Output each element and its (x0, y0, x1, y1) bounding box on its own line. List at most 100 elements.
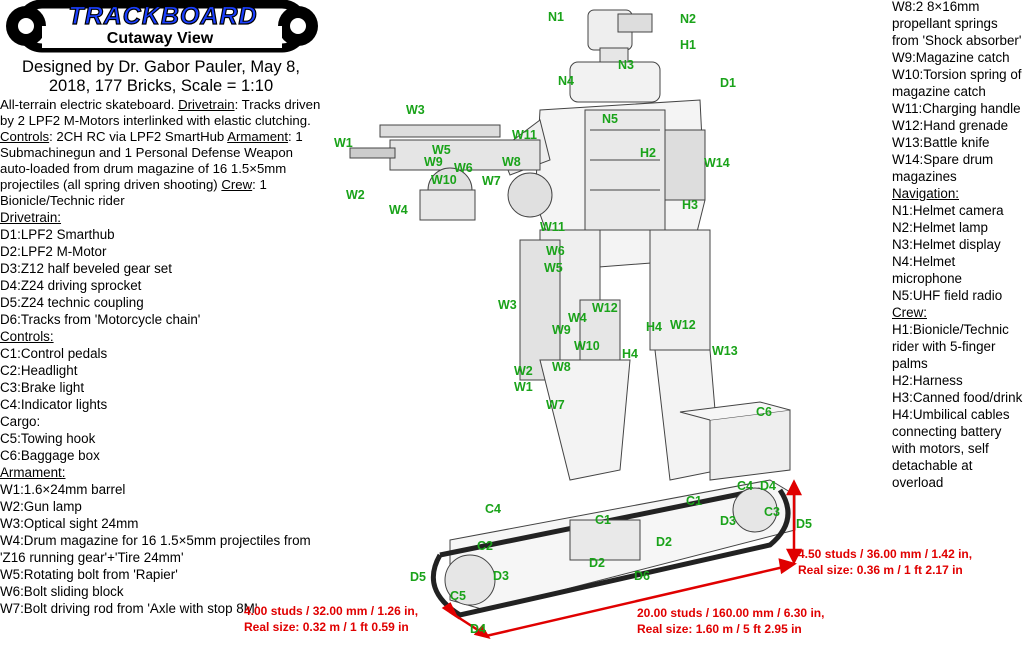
robot-rider-illustration (349, 9, 803, 639)
legend-item: D5:Z24 technic coupling (0, 295, 144, 310)
legs-graphic (519, 229, 721, 481)
height-dimension-line2: Real size: 0.36 m / 1 ft 2.17 in (798, 563, 963, 577)
legend-item: W1:1.6×24mm barrel (0, 482, 126, 497)
callout-label: W4 (568, 311, 587, 325)
height-dimension: 4.50 studs / 36.00 mm / 1.42 in, Real si… (798, 546, 972, 578)
callout-label: W4 (389, 203, 408, 217)
legend-item: Cargo: (0, 414, 41, 429)
legend-section-heading: Crew: (892, 305, 927, 320)
legend-item: N1:Helmet camera (892, 203, 1004, 218)
legend-item: W5:Rotating bolt from 'Rapier' (0, 567, 178, 582)
legend-item: W14:Spare drum magazines (892, 152, 994, 184)
callout-label: D3 (493, 569, 509, 583)
callout-label: W11 (540, 220, 566, 234)
callout-label: W6 (454, 161, 473, 175)
length-dimension-line2: Real size: 1.60 m / 5 ft 2.95 in (637, 622, 802, 636)
callout-label: W9 (552, 323, 571, 337)
legend-section-heading: Drivetrain: (0, 210, 62, 225)
callout-label: W7 (546, 398, 565, 412)
legend-item: W13:Battle knife (892, 135, 990, 150)
callout-label: W1 (334, 136, 353, 150)
callout-label: N5 (602, 112, 618, 126)
legend-item: N5:UHF field radio (892, 288, 1003, 303)
callout-label: W6 (546, 244, 565, 258)
length-dimension-line1: 20.00 studs / 160.00 mm / 6.30 in, (637, 606, 825, 620)
legend-item: N3:Helmet display (892, 237, 1001, 252)
intro-drivetrain-text: : Tracks driven by 2 LPF2 M-Motors inter… (0, 97, 321, 128)
legend-item: N4:Helmet microphone (892, 254, 962, 286)
height-dimension-line1: 4.50 studs / 36.00 mm / 1.42 in, (798, 547, 973, 561)
callout-label: C4 (737, 479, 753, 493)
callout-label: W1 (514, 380, 533, 394)
legend-item: W9:Magazine catch (892, 50, 1010, 65)
left-text-column: Designed by Dr. Gabor Pauler, May 8, 201… (0, 58, 322, 617)
callout-label: C6 (756, 405, 772, 419)
legend-item: H4:Umbilical cables connecting battery w… (892, 407, 1010, 490)
callout-label: D4 (760, 479, 776, 493)
intro-crew-text: : 1 Bionicle/Technic rider (0, 177, 267, 208)
callout-label: W5 (544, 261, 563, 275)
legend-item: H2:Harness (892, 373, 963, 388)
logo-wheels-graphic (6, 0, 318, 53)
legend-section-heading: Navigation: (892, 186, 959, 201)
callout-label: H4 (646, 320, 662, 334)
callout-label: C2 (477, 539, 493, 553)
right-text-column: W8:2 8×16mm propellant springs from 'Sho… (892, 0, 1024, 491)
legend-item: W8:2 8×16mm propellant springs from 'Sho… (892, 0, 1022, 48)
legend-item: C5:Towing hook (0, 431, 96, 446)
callout-label: D2 (656, 535, 672, 549)
callout-label: C4 (485, 502, 501, 516)
intro-paragraph: All-terrain electric skateboard. Drivetr… (0, 97, 322, 209)
width-dimension-line1: 4.00 studs / 32.00 mm / 1.26 in, (244, 604, 419, 618)
torso-graphic (534, 99, 706, 271)
legend-item: W11:Charging handle (892, 101, 1021, 116)
callout-label: W5 (432, 143, 451, 157)
width-dimension: 4.00 studs / 32.00 mm / 1.26 in, Real si… (244, 603, 418, 635)
legend-item: D3:Z12 half beveled gear set (0, 261, 172, 276)
callout-label: W2 (514, 364, 533, 378)
legend-item: C6:Baggage box (0, 448, 100, 463)
dimension-arrows (441, 479, 803, 639)
legend-item: W2:Gun lamp (0, 499, 82, 514)
helmet-graphic (569, 9, 661, 103)
callout-label: D2 (589, 556, 605, 570)
callout-label: H1 (680, 38, 696, 52)
intro-controls-heading: Controls (0, 129, 50, 144)
callout-label: D4 (470, 622, 486, 636)
intro-armament-text: : 1 Submachinegun and 1 Personal Defense… (0, 129, 303, 192)
callout-label: D5 (796, 517, 812, 531)
callout-label: W13 (712, 344, 738, 358)
legend-item: D4:Z24 driving sprocket (0, 278, 142, 293)
callout-label: W14 (704, 156, 730, 170)
callout-label: W11 (512, 128, 538, 142)
legend-item: W7:Bolt driving rod from 'Axle with stop… (0, 601, 258, 616)
callout-label: D1 (720, 76, 736, 90)
intro-controls-text: : 2CH RC via LPF2 SmartHub (49, 129, 225, 144)
callout-label: W12 (670, 318, 696, 332)
callout-label: H3 (682, 198, 698, 212)
callout-label: W9 (424, 155, 443, 169)
callout-label: W10 (431, 173, 457, 187)
legend-item: H1:Bionicle/Technic rider with 5-finger … (892, 322, 1009, 371)
callout-label: C1 (595, 513, 611, 527)
cutaway-drawing: N1 N2 H1 N3 N4 D1 N5 W3 W11 W1 W5 H2 W9 … (244, 0, 972, 640)
legend-item: W10:Torsion spring of magazine catch (892, 67, 1022, 99)
width-dimension-line2: Real size: 0.32 m / 1 ft 0.59 in (244, 620, 409, 634)
callout-label: N2 (680, 12, 696, 26)
intro-armament-heading: Armament (227, 129, 289, 144)
legend-item: H3:Canned food/drink (892, 390, 1023, 405)
legend-item: N2:Helmet lamp (892, 220, 988, 235)
callout-label: H4 (622, 347, 638, 361)
arm-and-gun-graphic (349, 119, 553, 221)
callout-label: W7 (482, 174, 501, 188)
callout-label: N1 (548, 10, 564, 24)
callout-label: W2 (346, 188, 365, 202)
callout-label: D6 (634, 569, 650, 583)
legend-item: C3:Brake light (0, 380, 85, 395)
callout-label: C1 (686, 494, 702, 508)
legend-item: C4:Indicator lights (0, 397, 108, 412)
callout-label: W3 (406, 103, 425, 117)
callout-label: D3 (720, 514, 736, 528)
legend-section-heading: Armament: (0, 465, 66, 480)
callout-label: C5 (450, 589, 466, 603)
